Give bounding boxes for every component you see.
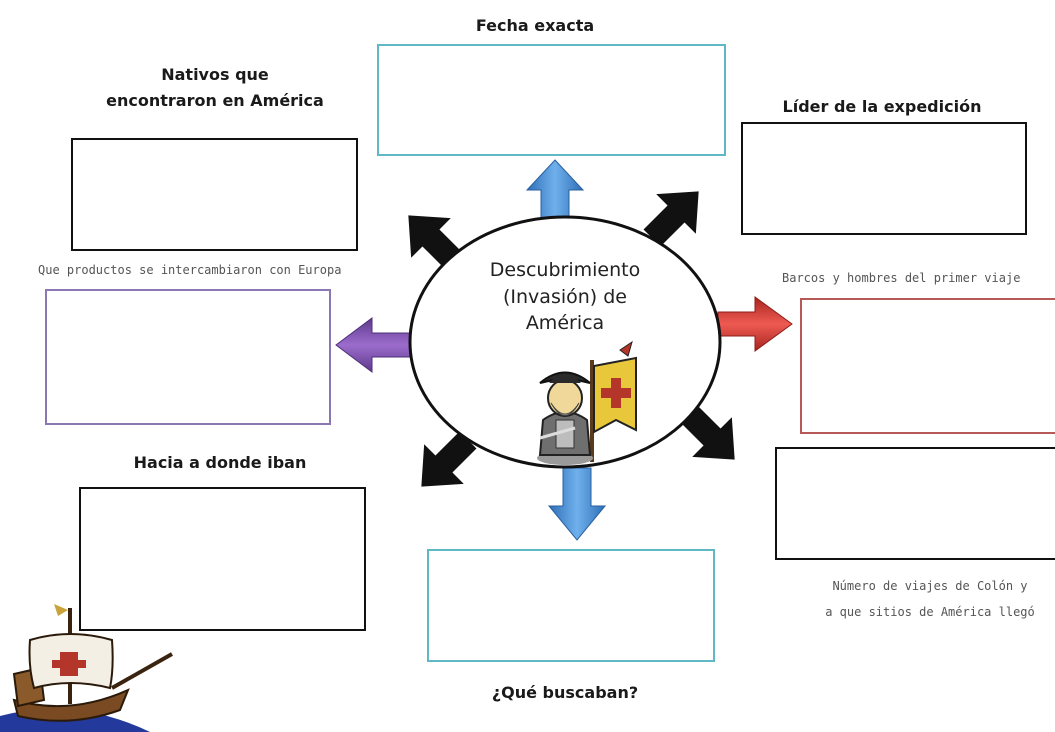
center-title-line3: América — [525, 312, 605, 335]
arrow-to-buscaban — [547, 467, 607, 541]
ship-icon — [0, 604, 173, 732]
label-barcos: Barcos y hombres del primer viaje — [782, 271, 1021, 285]
box-productos[interactable] — [45, 289, 331, 425]
label-viajes-line2: a que sitios de América llegó — [825, 605, 1035, 619]
label-productos: Que productos se intercambiaron con Euro… — [38, 263, 342, 277]
box-buscaban[interactable] — [427, 549, 715, 662]
box-lider[interactable] — [741, 122, 1027, 235]
label-fecha-exacta: Fecha exacta — [475, 16, 595, 35]
flag-icon — [590, 340, 637, 462]
arrow-to-lider — [643, 191, 699, 247]
center-title-line2: (Invasión) de — [503, 285, 627, 308]
label-buscaban: ¿Qué buscaban? — [491, 683, 639, 702]
central-ellipse — [408, 215, 722, 469]
label-hacia: Hacia a donde iban — [133, 453, 307, 472]
conquistador-icon — [537, 371, 593, 465]
label-nativos-line2: encontraron en América — [106, 91, 324, 110]
arrow-to-productos — [335, 317, 411, 373]
center-title: Descubrimiento (Invasión) de América — [455, 257, 675, 337]
box-viajes[interactable] — [775, 447, 1055, 560]
label-nativos-line1: Nativos que — [161, 65, 269, 84]
box-nativos[interactable] — [71, 138, 358, 251]
box-barcos[interactable] — [800, 298, 1055, 434]
box-hacia[interactable] — [79, 487, 366, 631]
label-lider: Líder de la expedición — [782, 97, 982, 116]
center-title-line1: Descubrimiento — [489, 259, 641, 281]
arrow-to-viajes — [679, 404, 735, 460]
arrow-to-hacia — [421, 431, 477, 487]
label-viajes-line1: Número de viajes de Colón y — [832, 579, 1028, 593]
box-fecha-exacta[interactable] — [377, 44, 726, 156]
arrow-to-barcos — [717, 296, 793, 352]
